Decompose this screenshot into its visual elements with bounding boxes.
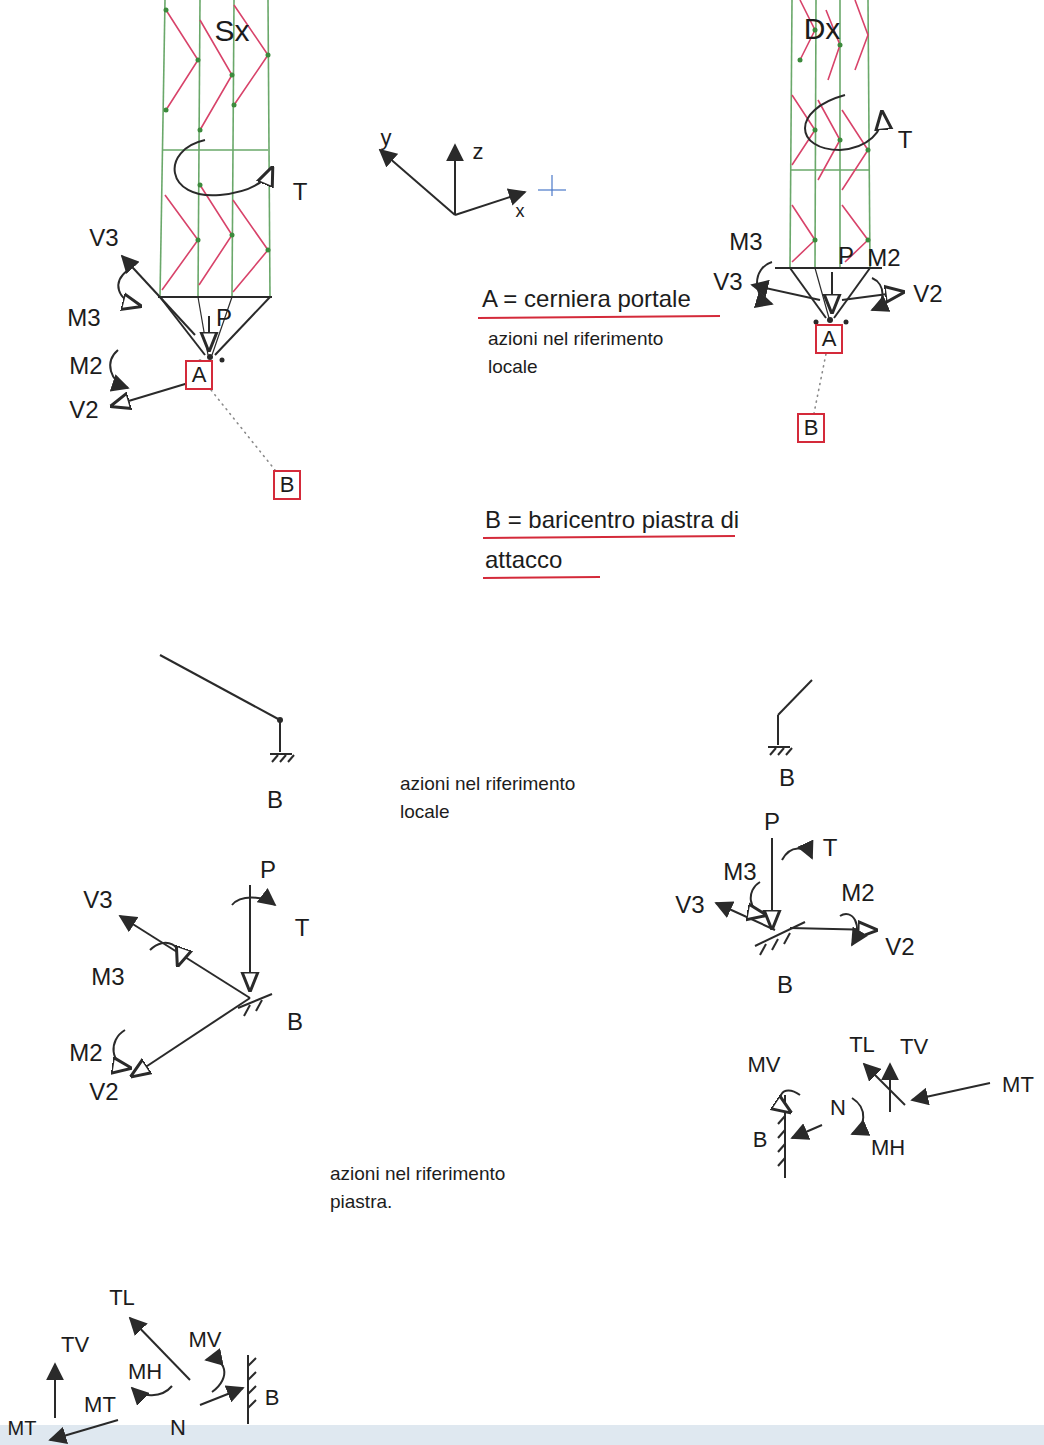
action-symbol: M2 <box>69 1040 102 1066</box>
frame-right <box>768 680 812 755</box>
action-symbol: N <box>830 1096 846 1120</box>
action-symbol: MV <box>189 1328 222 1352</box>
action-symbol: V2 <box>885 934 914 960</box>
axes-icon <box>538 175 566 196</box>
handwritten-note: azioni nel riferimento piastra. <box>330 1160 560 1216</box>
point-letter: B <box>280 473 295 497</box>
action-symbol: TL <box>109 1286 135 1310</box>
action-symbol: MV <box>748 1053 781 1077</box>
action-symbol: B <box>779 765 795 791</box>
action-symbol: x <box>516 202 525 222</box>
action-symbol: M3 <box>729 229 762 255</box>
action-symbol: Sx <box>214 14 249 47</box>
frame-left <box>160 655 294 762</box>
action-symbol: MT <box>84 1393 116 1417</box>
action-symbol: TV <box>900 1035 928 1059</box>
point-letter: A <box>192 363 207 387</box>
action-symbol: MH <box>128 1360 162 1384</box>
action-symbol: B <box>753 1128 768 1152</box>
action-symbol: y <box>381 126 392 150</box>
tower-left-nodes <box>164 8 271 253</box>
handwritten-note: azioni nel riferimento locale <box>400 770 630 826</box>
handwritten-note: azioni nel riferimento locale <box>488 325 718 381</box>
boxed-point-label: A <box>815 324 844 354</box>
action-symbol: V2 <box>89 1079 118 1105</box>
action-symbol: M2 <box>867 245 900 271</box>
actions-right-local <box>716 838 876 955</box>
point-letter: A <box>822 327 837 351</box>
action-symbol: T <box>898 127 913 153</box>
action-symbol: P <box>260 857 276 883</box>
action-symbol: T <box>823 835 838 861</box>
action-symbol: V3 <box>713 269 742 295</box>
action-symbol: M3 <box>91 964 124 990</box>
action-symbol: N <box>170 1416 186 1440</box>
eccentricity-link <box>814 354 826 413</box>
point-letter: B <box>804 416 819 440</box>
action-symbol: V2 <box>913 281 942 307</box>
boxed-point-label: A <box>185 360 214 390</box>
action-symbol: MT <box>8 1417 37 1439</box>
actions-left-top <box>110 140 272 406</box>
actions-left-plate <box>50 1318 256 1440</box>
action-symbol: V3 <box>83 887 112 913</box>
handwritten-note: B = baricentro piastra di attacco <box>485 500 755 580</box>
boxed-point-label: B <box>797 413 826 443</box>
actions-left-local <box>114 885 275 1076</box>
tower-right-nodes <box>798 28 871 243</box>
action-symbol: TL <box>849 1033 875 1057</box>
action-symbol: V3 <box>675 892 704 918</box>
scan-edge-band <box>0 1425 1044 1445</box>
action-symbol: M3 <box>723 859 756 885</box>
action-symbol: V3 <box>89 225 118 251</box>
action-symbol: MH <box>871 1136 905 1160</box>
action-symbol: M2 <box>69 353 102 379</box>
action-symbol: B <box>287 1009 303 1035</box>
handwritten-note: A = cerniera portale <box>482 286 691 312</box>
action-symbol: M3 <box>67 305 100 331</box>
red-underline <box>478 316 735 578</box>
action-symbol: V2 <box>69 397 98 423</box>
boxed-point-label: B <box>273 470 302 500</box>
tower-right <box>790 0 870 268</box>
eccentricity-link <box>211 390 275 470</box>
tower-right-bracing <box>792 0 868 262</box>
action-symbol: T <box>293 179 308 205</box>
axes-symbol <box>380 145 525 215</box>
action-symbol: P <box>216 305 232 331</box>
actions-right-plate <box>778 1064 990 1178</box>
action-symbol: P <box>838 243 854 269</box>
tower-left-base <box>158 297 272 355</box>
action-symbol: z <box>473 140 484 164</box>
action-symbol: M2 <box>841 880 874 906</box>
action-symbol: Dx <box>804 12 841 45</box>
tower-left <box>160 0 270 297</box>
actions-right-top <box>752 95 903 312</box>
action-symbol: B <box>777 972 793 998</box>
action-symbol: B <box>267 787 283 813</box>
action-symbol: B <box>265 1386 280 1410</box>
action-symbol: T <box>295 915 310 941</box>
action-symbol: TV <box>61 1333 89 1357</box>
action-symbol: MT <box>1002 1073 1034 1097</box>
tower-left-bracing <box>162 5 268 292</box>
action-symbol: P <box>764 809 780 835</box>
